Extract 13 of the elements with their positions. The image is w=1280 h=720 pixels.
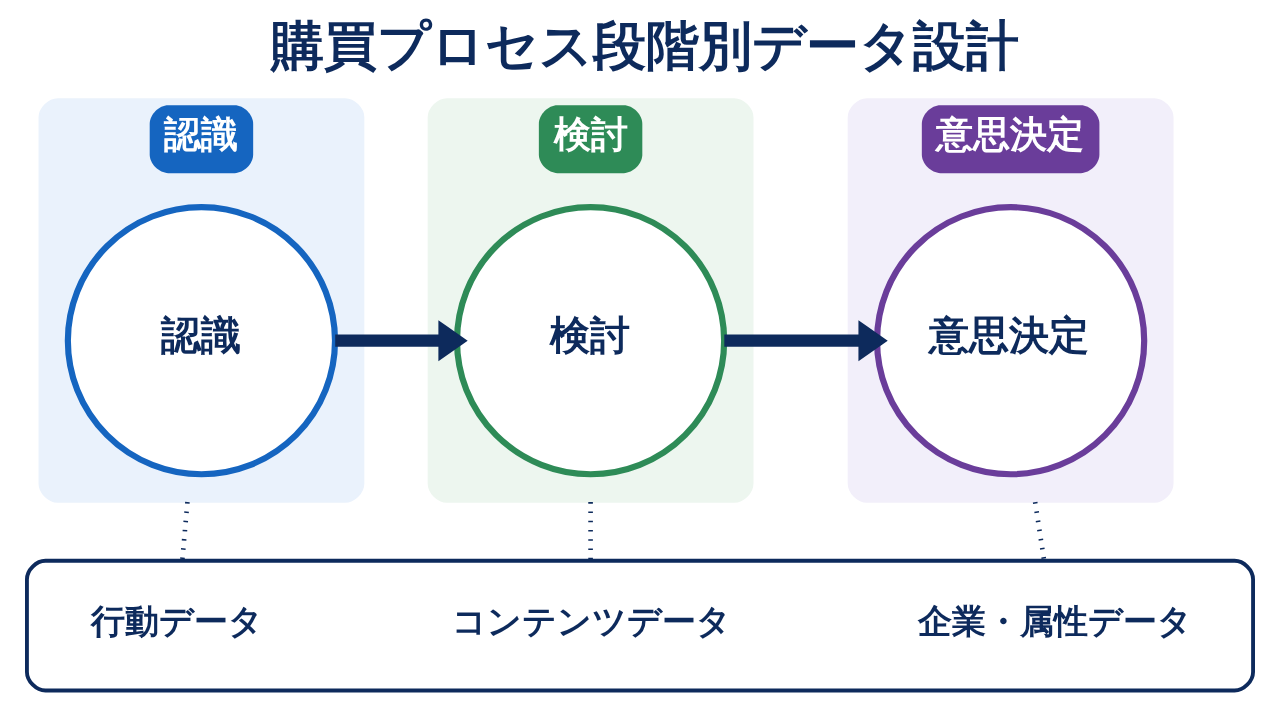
- node-circle: 意思決定: [873, 204, 1148, 478]
- arrow: [335, 320, 468, 362]
- node-text: 行動データ: [91, 600, 264, 641]
- connector: [1032, 501, 1047, 562]
- node-text: 企業・属性データ: [917, 600, 1192, 641]
- node-circle: 認識: [64, 204, 339, 478]
- node-circle: 検討: [453, 204, 728, 478]
- node-text: コンテンツデータ: [451, 600, 731, 641]
- connector: [179, 501, 190, 561]
- cluster: [25, 558, 1255, 693]
- connector: [588, 502, 593, 561]
- diagram-title: 購買プロセス段階別データ設計: [270, 14, 1019, 76]
- arrow: [724, 320, 888, 362]
